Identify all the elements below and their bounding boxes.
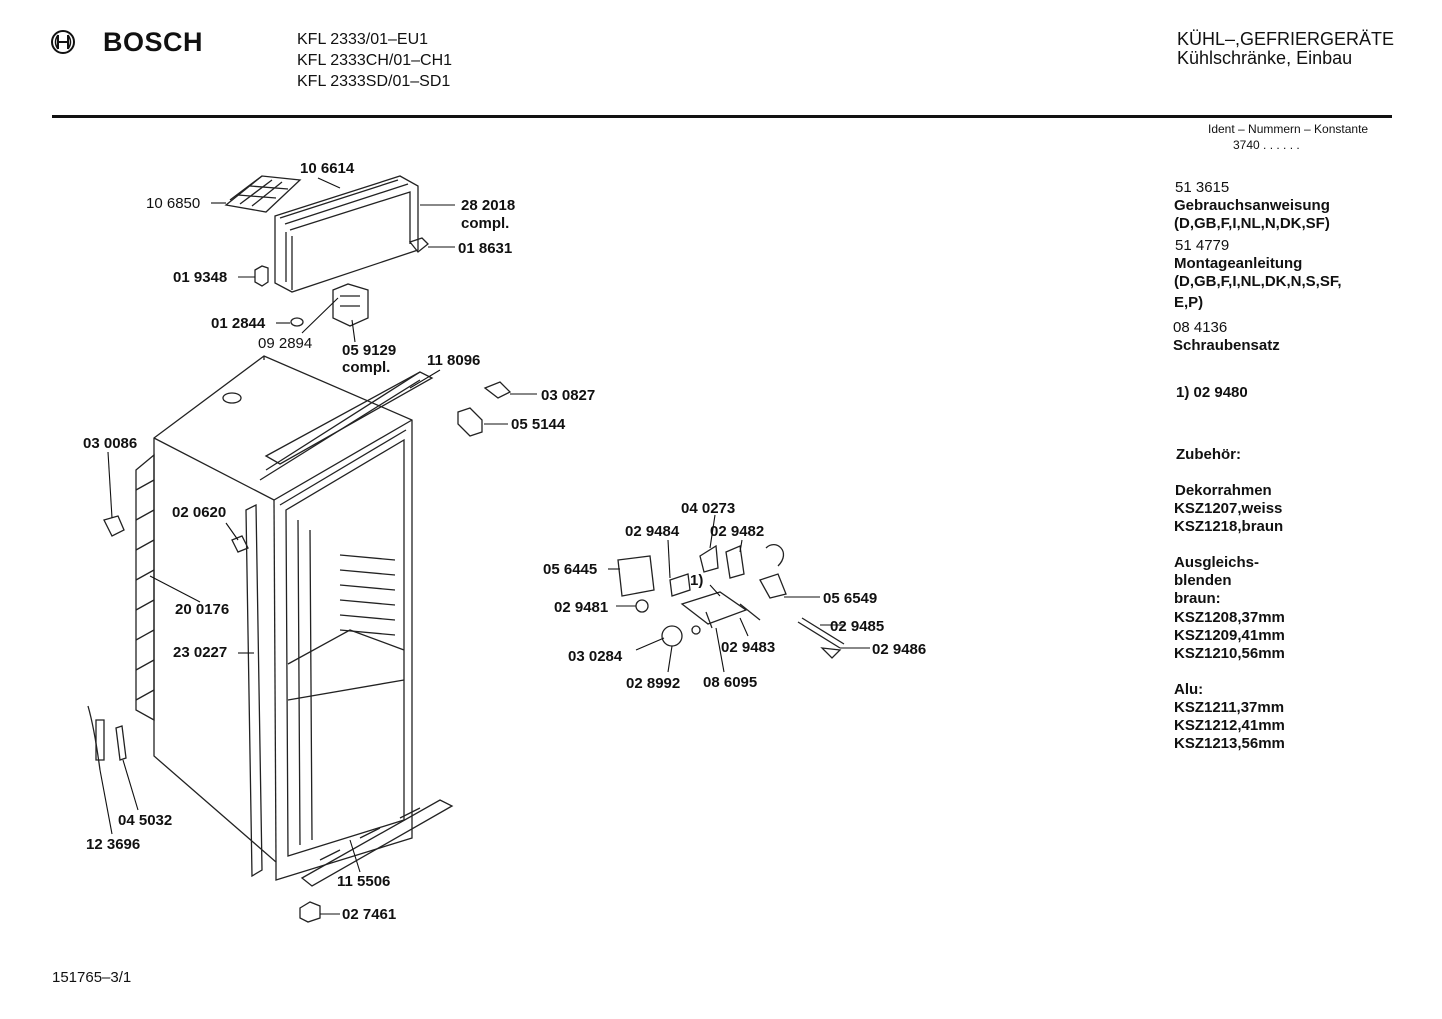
condenser-part [135,453,155,722]
sidebar-text-4: (D,GB,F,I,NL,DK,N,S,SF, [1174,273,1342,290]
model-line-3: KFL 2333SD/01–SD1 [297,73,451,90]
bracket-part-3 [103,515,125,537]
part-label: 01 8631 [458,240,513,257]
part-label: compl. [342,359,391,376]
part-label: 04 5032 [118,812,173,829]
sidebar-text-2: (D,GB,F,I,NL,N,DK,SF) [1174,215,1330,232]
bracket-part [408,237,429,253]
sidebar-ausgl-6: KSZ1210,56mm [1174,645,1285,662]
ident-title: Ident – Nummern – Konstante [1208,122,1369,136]
part-label: 04 0273 [681,500,736,517]
sidebar-text-6: Schraubensatz [1173,337,1280,354]
sidebar-num-3: 51 4779 [1175,237,1230,254]
leader-lines [99,177,870,915]
sidebar-alu-title: Alu: [1174,681,1204,698]
bottom-rail-part [300,799,454,887]
thermostat-assembly [617,543,845,659]
part-label: 02 9481 [554,599,609,616]
sidebar-ausgl-3: braun: [1174,590,1221,607]
part-label: 11 8096 [427,352,481,369]
sidebar-num-1: 51 3615 [1175,179,1230,196]
part-label: compl. [461,215,510,232]
hinge-part [332,283,369,327]
clip-part [254,265,269,287]
part-label: 03 0284 [568,648,623,665]
part-label: 05 6445 [543,561,598,578]
sidebar-ausgl-1: Ausgleichs- [1174,554,1260,571]
foot-part [299,901,321,923]
header-divider [52,115,1392,118]
part-label: 03 0827 [541,387,596,404]
part-label: 10 6850 [146,195,201,212]
sidebar-accessories-title: Zubehör: [1176,446,1241,463]
ice-tray-part [224,175,302,213]
sidebar-dekor-title: Dekorrahmen [1175,482,1272,499]
document-code: 151765–3/1 [52,969,132,986]
bosch-logo-icon [50,29,76,60]
category-title: KÜHL–,GEFRIERGERÄTE [1177,29,1395,49]
seal-strip-part [245,503,263,878]
sidebar-text-5: E,P) [1174,294,1204,311]
sidebar-ausgl-4: KSZ1208,37mm [1174,609,1285,626]
sidebar-dekor-1: KSZ1207,weiss [1174,500,1283,517]
ident-value: 3740 . . . . . . [1233,138,1300,152]
part-label: 08 6095 [703,674,758,691]
sidebar-footnote: 1) 02 9480 [1176,384,1248,401]
sensor-part [95,719,105,761]
sidebar-alu-2: KSZ1212,41mm [1174,717,1285,734]
clip-part-2 [483,381,512,399]
sidebar-alu-3: KSZ1213,56mm [1174,735,1285,752]
part-label: 02 9483 [721,639,776,656]
sidebar-ausgl-5: KSZ1209,41mm [1174,627,1285,644]
part-label: 02 7461 [342,906,397,923]
part-label: 02 9484 [625,523,680,540]
part-label: 02 0620 [172,504,227,521]
part-label: 01 9348 [173,269,228,286]
freezer-door-part [274,175,419,293]
part-label: 12 3696 [86,836,141,853]
part-label: 03 0086 [83,435,138,452]
sidebar-text-3: Montageanleitung [1174,255,1303,272]
part-label: 28 2018 [461,197,516,214]
part-label: 02 8992 [626,675,681,692]
part-label: 23 0227 [173,644,228,661]
part-label: 05 5144 [511,416,566,433]
part-label: 05 6549 [823,590,878,607]
fridge-cabinet [153,355,421,881]
brand-name: BOSCH [103,27,204,57]
sidebar-dekor-2: KSZ1218,braun [1174,518,1284,535]
sidebar-alu-1: KSZ1211,37mm [1174,699,1285,716]
category-subtitle: Kühlschränke, Einbau [1177,48,1353,68]
part-label: 10 6614 [300,160,355,177]
plug-part [290,317,304,327]
model-line-1: KFL 2333/01–EU1 [297,31,429,48]
sidebar-num-6: 08 4136 [1173,319,1228,336]
part-label: 09 2894 [258,335,313,352]
top-rail-part [264,371,434,465]
model-line-2: KFL 2333CH/01–CH1 [297,52,453,69]
part-label: 1) [690,572,704,589]
part-label: 02 9486 [872,641,927,658]
tube-part [115,725,127,761]
cable-part [87,705,101,771]
part-label: 05 9129 [342,342,397,359]
part-label: 02 9482 [710,523,765,540]
sidebar-text-1: Gebrauchsanweisung [1174,197,1330,214]
hinge-part-2 [457,407,483,437]
part-label: 02 9485 [830,618,885,635]
part-label: 11 5506 [337,873,391,890]
part-label: 20 0176 [175,601,230,618]
sidebar-ausgl-2: blenden [1174,572,1232,589]
bracket-part-4 [231,535,249,553]
part-label: 01 2844 [211,315,266,332]
